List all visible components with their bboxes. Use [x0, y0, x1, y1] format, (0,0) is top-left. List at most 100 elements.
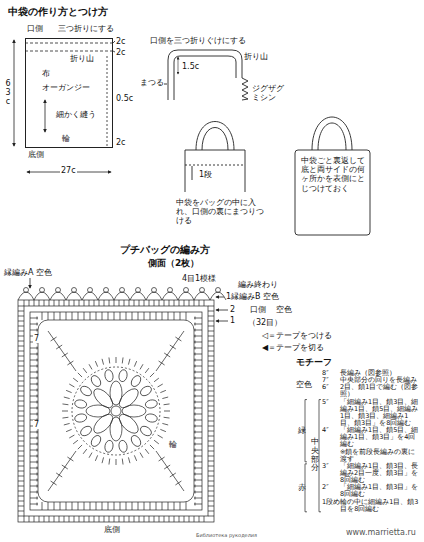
crochet-chart: [30, 318, 38, 319]
annotation: 口側を三つ折りぐけにする: [150, 36, 246, 45]
fold-section: [242, 78, 248, 100]
crochet-chart: [208, 396, 214, 397]
crochet-chart: [48, 502, 49, 510]
crochet-chart: [195, 317, 196, 320]
crochet-chart: [104, 369, 114, 382]
crochet-chart: [208, 371, 214, 372]
crochet-chart: [18, 456, 24, 457]
crochet-chart: [179, 300, 180, 306]
crochet-chart: [49, 516, 50, 522]
crochet-chart: [208, 391, 214, 392]
crochet-chart: [194, 378, 202, 379]
crochet-chart: [99, 516, 100, 522]
bag-sketch: [312, 117, 352, 150]
crochet-chart: [102, 312, 103, 320]
crochet-chart: [67, 457, 73, 461]
crochet-chart: [208, 411, 214, 412]
crochet-chart: [109, 300, 110, 306]
crochet-chart: [156, 502, 157, 510]
crochet-chart: [195, 437, 196, 440]
crochet-chart: [189, 516, 190, 522]
crochet-chart: [180, 312, 181, 320]
crochet-chart: [208, 311, 214, 312]
crochet-chart: [94, 300, 95, 306]
crochet-chart: [194, 414, 202, 415]
spacer: [322, 449, 340, 463]
crochet-chart: [18, 411, 24, 412]
row-instruction: 「細編み1目、鎖5目、細編み1目、鎖3目」を4回編む: [340, 427, 420, 448]
crochet-chart: [129, 434, 142, 448]
crochet-chart: [30, 330, 38, 331]
crochet-chart: [158, 435, 163, 438]
crochet-chart: [104, 440, 114, 453]
crochet-chart: [30, 360, 38, 361]
crochet-chart: [208, 316, 214, 317]
crochet-chart: [24, 300, 25, 306]
crochet-chart: [194, 432, 202, 433]
crochet-chart: [69, 384, 74, 387]
crochet-chart: [208, 341, 214, 342]
crochet-chart: [195, 413, 196, 416]
crochet-chart: [18, 461, 24, 462]
crochet-chart: [208, 491, 214, 492]
bag-sketch: [318, 123, 346, 150]
row-instruction: 輪の中に細編み1目、鎖3目を8回編む: [340, 499, 420, 513]
crochet-chart: [208, 471, 214, 472]
crochet-chart: [208, 481, 214, 482]
crochet-chart: [62, 465, 68, 469]
crochet-chart: [72, 312, 73, 320]
crochet-chart: [69, 300, 70, 306]
crochet-chart: [18, 506, 24, 507]
crochet-chart: [30, 456, 38, 457]
crochet-chart: [208, 446, 214, 447]
crochet-chart: [18, 361, 24, 362]
crochet-chart: [66, 292, 82, 300]
crochet-chart: [51, 481, 57, 485]
crochet-chart: [195, 431, 196, 434]
crochet-chart: [168, 502, 169, 510]
crochet-chart: [37, 449, 38, 452]
crochet-chart: [136, 288, 141, 293]
crochet-chart: [194, 324, 202, 325]
crochet-chart: [208, 406, 214, 407]
crochet-chart: [144, 516, 145, 522]
crochet-chart: [134, 455, 136, 461]
crochet-chart: [208, 496, 214, 497]
annotation: 緑: [298, 426, 306, 435]
annotation: 空色: [296, 380, 312, 389]
crochet-chart: [208, 386, 214, 387]
crochet-chart: [130, 292, 146, 300]
crochet-chart: [18, 346, 24, 347]
crochet-chart: [134, 300, 135, 306]
crochet-chart: [64, 397, 70, 399]
crochet-chart: [128, 359, 130, 365]
crochet-chart: [37, 317, 38, 320]
crochet-chart: [154, 378, 159, 382]
bag-sketch: [185, 122, 245, 193]
crochet-chart: [79, 424, 93, 437]
crochet-chart: [62, 417, 68, 419]
crochet-chart: [194, 456, 202, 457]
crochet-chart: [83, 449, 87, 454]
crochet-chart: [67, 361, 73, 365]
crochet-chart: [134, 516, 135, 522]
crochet-chart: [37, 491, 38, 494]
crochet-chart: [79, 300, 80, 306]
crochet-chart: [194, 384, 202, 385]
crochet-chart: [195, 383, 196, 386]
crochet-chart: [194, 336, 202, 337]
crochet-chart: [170, 345, 176, 349]
crochet-chart: [139, 424, 153, 437]
crochet-chart: [37, 461, 38, 464]
crochet-chart: [18, 431, 24, 432]
crochet-chart: [30, 450, 38, 451]
fold-section: [164, 84, 167, 85]
crochet-chart: [30, 378, 38, 379]
crochet-chart: [120, 312, 121, 320]
crochet-chart: [18, 496, 24, 497]
crochet-chart: [72, 288, 77, 293]
crochet-chart: [160, 429, 166, 431]
crochet-chart: [30, 312, 202, 510]
crochet-chart: [124, 300, 125, 306]
crochet-chart: [195, 443, 196, 446]
